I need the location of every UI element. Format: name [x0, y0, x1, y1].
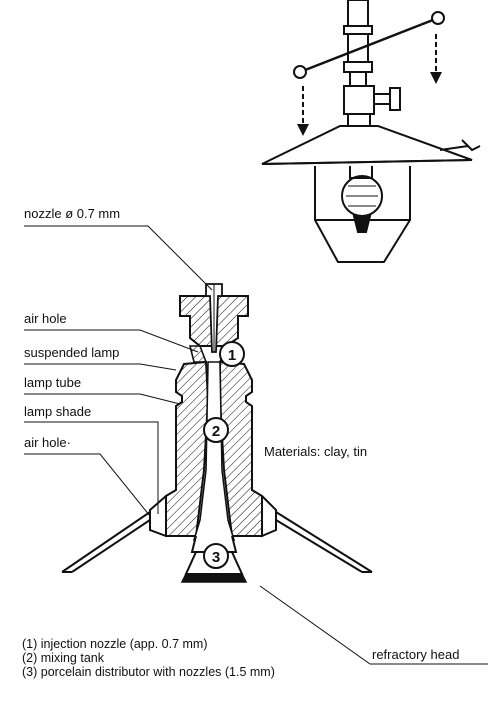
marker-1: 1: [219, 341, 245, 367]
legend-item-3: (3) porcelain distributor with nozzles (…: [22, 665, 275, 679]
marker-3: 3: [203, 543, 229, 569]
label-refractory-head: refractory head: [372, 647, 459, 662]
marker-2: 2: [203, 417, 229, 443]
label-lamp-tube: lamp tube: [24, 375, 81, 390]
refractory-head: [180, 573, 248, 583]
label-lamp-shade: lamp shade: [24, 404, 91, 419]
legend-item-1: (1) injection nozzle (app. 0.7 mm): [22, 637, 208, 651]
label-air-hole-bottom: air hole·: [24, 435, 71, 450]
suspended-lamp-illustration: [261, 0, 481, 263]
legend: (1) injection nozzle (app. 0.7 mm) (2) m…: [22, 637, 275, 679]
label-suspended-lamp: suspended lamp: [24, 345, 119, 360]
marker-1-label: 1: [228, 347, 236, 364]
legend-item-2: (2) mixing tank: [22, 651, 104, 665]
marker-3-label: 3: [212, 549, 220, 566]
leader-lines: [24, 225, 488, 665]
label-nozzle: nozzle ø 0.7 mm: [24, 206, 120, 221]
label-materials: Materials: clay, tin: [264, 444, 367, 459]
lamp-shade-skirt: [61, 511, 151, 573]
label-air-hole-top: air hole: [24, 311, 67, 326]
marker-2-label: 2: [212, 423, 220, 440]
